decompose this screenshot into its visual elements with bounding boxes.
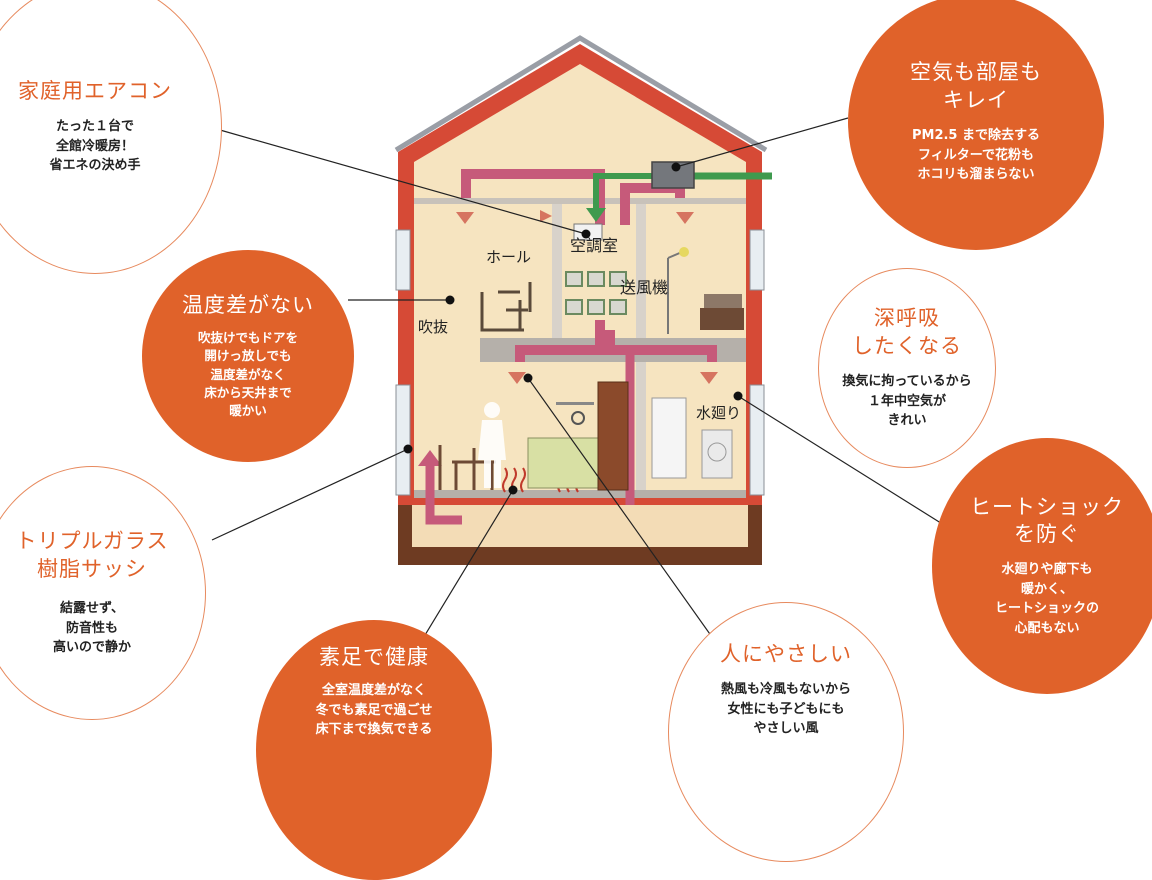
bubble-deep-breath: 深呼吸 したくなる 換気に拘っているから １年中空気が きれい [818, 268, 996, 468]
label-wet-area: 水廻り [696, 404, 742, 422]
ceiling-plate [414, 198, 746, 204]
lamp-shade [679, 247, 689, 257]
label-atrium: 吹抜 [418, 318, 449, 336]
ac-room-wall-left [552, 204, 562, 338]
floor-return-air [425, 462, 462, 525]
bubble-gentle: 人にやさしい 熱風も冷風もないから 女性にも子どもにも やさしい風 [668, 602, 904, 862]
bubble-no-temp-diff-title: 温度差がない [182, 293, 314, 318]
house-cross-section [211, 35, 953, 641]
window-right-upper [749, 229, 765, 291]
fresh-air-arrow [586, 208, 606, 222]
roof-outline [394, 35, 768, 153]
bed [700, 294, 744, 330]
bubble-triple-glass: トリプルガラス 樹脂サッシ 結露せず、 防音性も 高いので静か [0, 466, 206, 720]
label-ac-room: 空調室 [570, 236, 619, 255]
blower-fans [565, 271, 627, 315]
bathroom-vanity [651, 397, 687, 479]
supply-duct-main [515, 320, 605, 362]
ac-room-wall-right [636, 204, 646, 338]
bubble-clean-air-body: PM2.5 まで除去する フィルターで花粉も ホコリも溜まらない [911, 128, 1041, 183]
bubble-barefoot-title: 素足で健康 [319, 645, 429, 669]
supply-duct-upper-left [461, 169, 605, 225]
bubble-no-temp-diff-body: 吹抜けでもドアを 開けっ放しでも 温度差がなく 床から天井まで 暖かい [197, 330, 298, 418]
bubble-triple-glass-body: 結露せず、 防音性も 高いので静か [52, 601, 131, 656]
bubble-barefoot: 素足で健康 全室温度差がなく 冬でも素足で過ごせ 床下まで換気できる [256, 620, 492, 880]
fresh-air-duct-in [593, 173, 662, 208]
door [597, 381, 629, 491]
window-right-lower [749, 384, 765, 496]
bubble-heat-shock-body: 水廻りや廊下も 暖かく、 ヒートショックの 心配もない [994, 562, 1099, 636]
central-column [636, 362, 646, 490]
crawl-space [412, 505, 748, 547]
supply-duct-right [605, 330, 717, 362]
bubble-heat-shock: ヒートショック を防ぐ 水廻りや廊下も 暖かく、 ヒートショックの 心配もない [932, 438, 1152, 694]
floor-return-arrow [418, 450, 442, 466]
desk-chair [480, 282, 532, 332]
bubble-heat-shock-title: ヒートショック を防ぐ [970, 494, 1124, 546]
bubble-deep-breath-title: 深呼吸 したくなる [852, 306, 962, 358]
person-silhouette [478, 402, 506, 488]
bubble-clean-air-title: 空気も部屋も キレイ [910, 60, 1042, 112]
airflow-arrows [456, 210, 718, 384]
label-hall: ホール [486, 248, 532, 266]
bubble-aircon-title: 家庭用エアコン [18, 79, 172, 104]
bubble-deep-breath-body: 換気に拘っているから １年中空気が きれい [842, 374, 972, 429]
label-blower: 送風機 [620, 278, 669, 297]
bubble-barefoot-body: 全室温度差がなく 冬でも素足で過ごせ 床下まで換気できる [315, 683, 433, 738]
bubble-no-temp-diff: 温度差がない 吹抜けでもドアを 開けっ放しでも 温度差がなく 床から天井まで 暖… [142, 250, 354, 462]
window-left-upper [395, 229, 411, 291]
bubble-clean-air: 空気も部屋も キレイ PM2.5 まで除去する フィルターで花粉も ホコリも溜ま… [848, 0, 1104, 250]
leader-dots [403, 162, 743, 495]
washer-window [707, 442, 727, 462]
leader-lines [211, 117, 953, 641]
hanging-pan [571, 411, 585, 425]
bubble-aircon-body: たった１台で 全館冷暖房！ 省エネの決め手 [49, 119, 141, 174]
window-left-lower [395, 384, 411, 496]
kitchen-shelf [556, 402, 594, 405]
bubble-gentle-body: 熱風も冷風もないから 女性にも子どもにも やさしい風 [720, 682, 851, 737]
bubble-gentle-title: 人にやさしい [720, 642, 852, 666]
first-floor-slab [414, 490, 746, 498]
washing-machine [701, 429, 733, 479]
kitchen-counter [527, 437, 599, 489]
bubble-triple-glass-title: トリプルガラス 樹脂サッシ [15, 529, 169, 581]
